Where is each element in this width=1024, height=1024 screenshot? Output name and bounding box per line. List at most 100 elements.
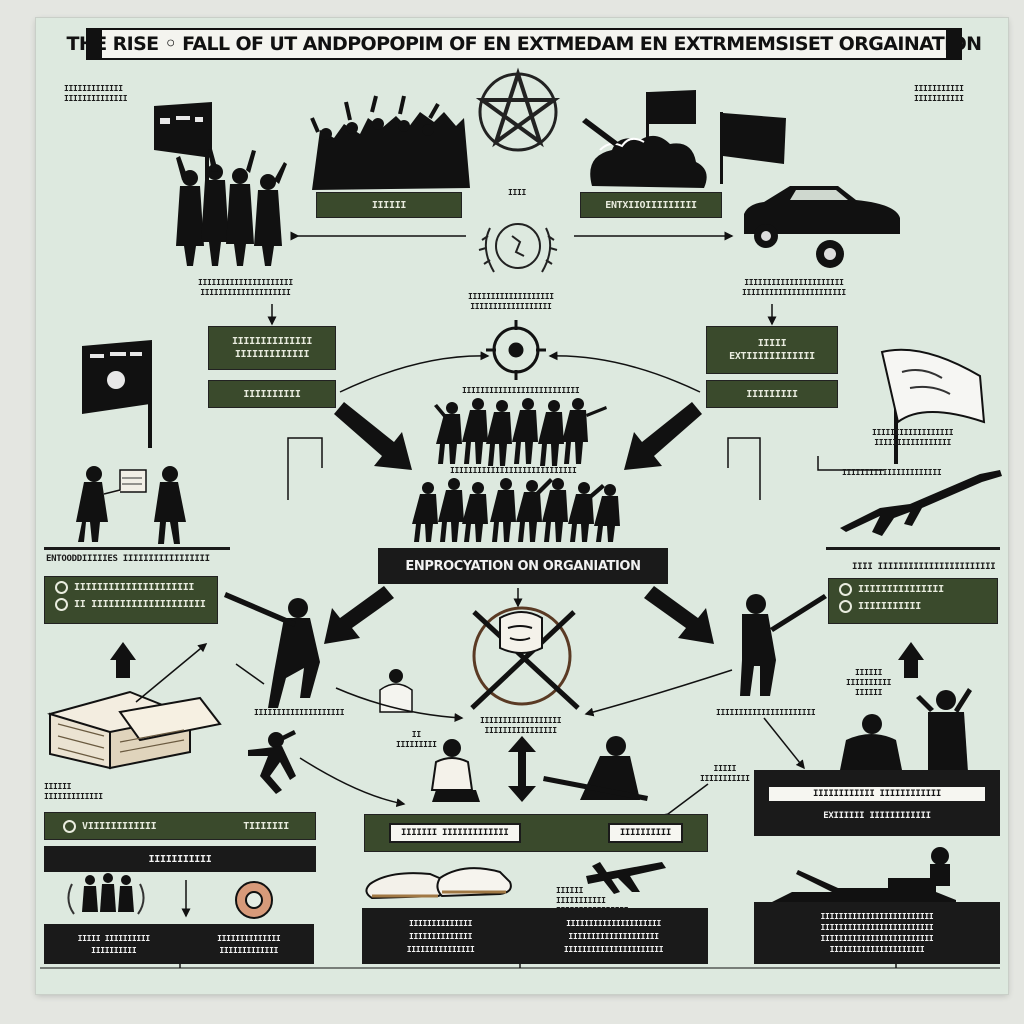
bottom-left-bar-right-label: TIIIIIII (243, 820, 289, 832)
seated-rifleman-icon (543, 736, 648, 801)
rifle-caption: IIIIIIIIIIIIIIIIIIIIII (842, 468, 942, 477)
books-caption: IIIIII IIIIIIIIIIIII (44, 782, 103, 801)
bullet-icon (839, 583, 852, 596)
bottom-center-list-col: IIIIIIIIIIIIII IIIIIIIIIIIIII IIIIIIIIII… (407, 919, 475, 954)
explosion-flags-icon (582, 90, 786, 188)
bottom-right-panel: IIIIIIIIIIII IIIIIIIIIIII EXIIIIII IIIII… (754, 770, 1000, 836)
bottom-right-caption: EXIIIIII IIIIIIIIIIII (823, 811, 931, 821)
emblem-caption-top: IIII (508, 188, 527, 197)
kneeling-figure-icon (430, 739, 480, 802)
top-left-caption: IIIIIIIIIIIIIIIIIIIII IIIIIIIIIIIIIIIIII… (198, 278, 293, 297)
emblem-lower-caption: IIIIIIIIIIIIIIIIII IIIIIIIIIIIIIIII (480, 716, 562, 735)
top-right-box: ENTXIIOIIIIIIIII (580, 192, 722, 218)
top-left-corner-label: IIIIIIIIIIIII IIIIIIIIIIIIII (64, 84, 128, 103)
bottom-left-list-col: IIIIIIIIIIIIII IIIIIIIIIIIII (217, 933, 281, 955)
bottom-right-list-item: IIIIIIIIIIIIIIIIIIIII (829, 945, 925, 954)
bottom-center-bar: IIIIIII IIIIIIIIIIIII IIIIIIIIII (364, 814, 708, 852)
pentagram-icon (475, 67, 561, 152)
top-left-box: IIIIII (316, 192, 462, 218)
bullet-icon (63, 819, 76, 833)
right-panel-item: IIIIIIIIIII (839, 600, 921, 613)
left-panel-list: IIIIIIIIIIIIIIIIIIIII II IIIIIIIIIIIIIII… (44, 576, 218, 624)
bullet-icon (839, 600, 852, 613)
white-flag-caption: IIIIIIIIIIIIIIIIII IIIIIIIIIIIIIIIII (872, 428, 954, 447)
bottom-left-list-col: IIIII IIIIIIIIII IIIIIIIIII (77, 933, 151, 955)
bottom-left-bar-left-label: VIIIIIIIIIIII (82, 820, 157, 832)
praying-figures-icon (840, 688, 972, 772)
crossed-rifles-emblem-icon (470, 606, 580, 710)
bottom-right-list: IIIIIIIIIIIIIIIIIIIIIIIII IIIIIIIIIIIIII… (754, 902, 1000, 964)
bottom-left-list: IIIII IIIIIIIIII IIIIIIIIII IIIIIIIIIIII… (44, 924, 314, 964)
bullet-icon (55, 598, 68, 611)
bottom-center-tag-left: IIIIIII IIIIIIIIIIIII (389, 823, 521, 843)
bottom-center-list-item: IIIIIIIIIIIIII (408, 918, 473, 928)
bottom-center-list-item: IIIIIIIIIIIIII (408, 931, 473, 941)
aircraft-icon (586, 862, 666, 894)
right-panel-item: IIIIIIIIIIIIIII (839, 583, 944, 596)
white-flag-right-icon (880, 348, 986, 464)
exchange-figures-icon (76, 466, 186, 544)
bottom-center-tag-right: IIIIIIIIII (607, 823, 683, 843)
emblem-caption: IIIIIIIIIIIIIIIIIII IIIIIIIIIIIIIIIIII (468, 292, 554, 311)
left-stage-box: IIIIIIIIIIIIII IIIIIIIIIIIII (208, 326, 336, 370)
right-stage-box: IIIII EXTIIIIIIIIIIII (706, 326, 838, 374)
left-panel-item: IIIIIIIIIIIIIIIIIIIII (55, 581, 194, 594)
armed-group-top-icon (434, 398, 607, 466)
bottom-left-list-item: IIIII IIIIIIIIII (77, 933, 151, 943)
top-right-caption: IIIIIIIIIIIIIIIIIIIIII IIIIIIIIIIIIIIIII… (742, 278, 846, 297)
bottom-left-list-item: IIIIIIIIII (91, 945, 137, 955)
aircraft-caption: IIIIII (556, 886, 584, 895)
crosshair-icon (486, 320, 546, 380)
target-seal-icon (235, 881, 273, 919)
right-panel-list: IIIIIIIIIIIIIII IIIIIIIIIII (828, 578, 998, 624)
people-laurel-icon (67, 873, 145, 915)
right-panel-heading: IIII IIIIIIIIIIIIIIIIIIIIIII (852, 562, 996, 572)
car-icon (744, 186, 900, 268)
masked-figure-small-icon (379, 669, 413, 713)
left-panel-item-label: II IIIIIIIIIIIIIIIIIIII (74, 599, 206, 610)
black-flag-left-icon (82, 340, 152, 448)
gunman-left-caption: IIIIIIIIIIIIIIIIIIII (254, 708, 345, 717)
left-panel-rule (44, 547, 230, 550)
group-caption: IIIIIIIIIIIIIIIIIIIIIIIIIIII (450, 466, 577, 475)
assault-rifle-icon (840, 470, 1002, 536)
shoes-icon (365, 867, 512, 900)
armed-group-bottom-icon (412, 478, 620, 542)
kneeling-caption: IIIII IIIIIIIIIII (700, 764, 750, 783)
laurel-emblem-icon (478, 223, 558, 273)
bottom-center-list-item: IIIIIIIIIIIIIIIIIIIII (566, 918, 662, 928)
left-stage-sub-box: IIIIIIIIII (208, 380, 336, 408)
right-panel-item-label: IIIIIIIIIIIIIII (858, 584, 944, 595)
bottom-right-list-item: IIIIIIIIIIIIIIIIIIIIIIIII (820, 934, 934, 943)
left-panel-heading: ENTOODDIIIIIES IIIIIIIIIIIIIIIII (46, 554, 210, 564)
left-panel-item-label: IIIIIIIIIIIIIIIIIIIII (74, 582, 195, 593)
poster-title: THE RISE ◦ FALL OF UT ANDPOPOPIM OF EN E… (67, 28, 982, 60)
bottom-left-bar-left: VIIIIIIIIIIII (63, 819, 157, 833)
bullet-icon (55, 581, 68, 594)
right-panel-item-label: IIIIIIIIIII (858, 601, 921, 612)
right-panel-rule (826, 547, 1000, 550)
bottom-center-list-item: IIIIIIIIIIIIIIIIIIII (568, 931, 659, 941)
top-right-corner-label: IIIIIIIIIII IIIIIIIIIII (914, 84, 964, 103)
bottom-right-tag: IIIIIIIIIIII IIIIIIIIIIII (767, 785, 987, 803)
bottom-center-list: IIIIIIIIIIIIII IIIIIIIIIIIIII IIIIIIIIII… (362, 908, 708, 964)
bottom-right-list-item: IIIIIIIIIIIIIIIIIIIIIIIII (820, 923, 934, 932)
bottom-left-bar: VIIIIIIIIIIII TIIIIIII (44, 812, 316, 840)
flag-crowd-top-left-icon (154, 102, 287, 266)
gunman-left-icon (224, 592, 320, 708)
crosshair-caption: IIIIIIIIIIIIIIIIIIIIIIIIII (462, 386, 580, 395)
praying-figures-caption: IIIIII IIIIIIIIII IIIIII (846, 668, 892, 697)
small-figure-caption: II IIIIIIIII (396, 730, 437, 749)
running-figure-icon (248, 730, 296, 794)
central-banner: ENPROCYATION ON ORGANIATION (378, 548, 668, 584)
gunman-right-icon (740, 594, 827, 696)
bottom-right-list-item: IIIIIIIIIIIIIIIIIIIIIIIII (820, 912, 934, 921)
bottom-center-list-col: IIIIIIIIIIIIIIIIIIIII IIIIIIIIIIIIIIIIII… (563, 918, 664, 954)
bottom-left-banner: IIIIIIIIIII (44, 846, 316, 872)
gunman-right-caption: IIIIIIIIIIIIIIIIIIIIII (716, 708, 816, 717)
bottom-left-list-item: IIIIIIIIIIIII (219, 945, 279, 955)
bottom-left-list-item: IIIIIIIIIIIIII (217, 933, 281, 943)
bottom-center-list-item: IIIIIIIIIIIIIIIIIIIIII (563, 944, 664, 954)
crowd-raising-hands-icon (310, 95, 470, 190)
right-stage-sub-box: IIIIIIIII (706, 380, 838, 408)
